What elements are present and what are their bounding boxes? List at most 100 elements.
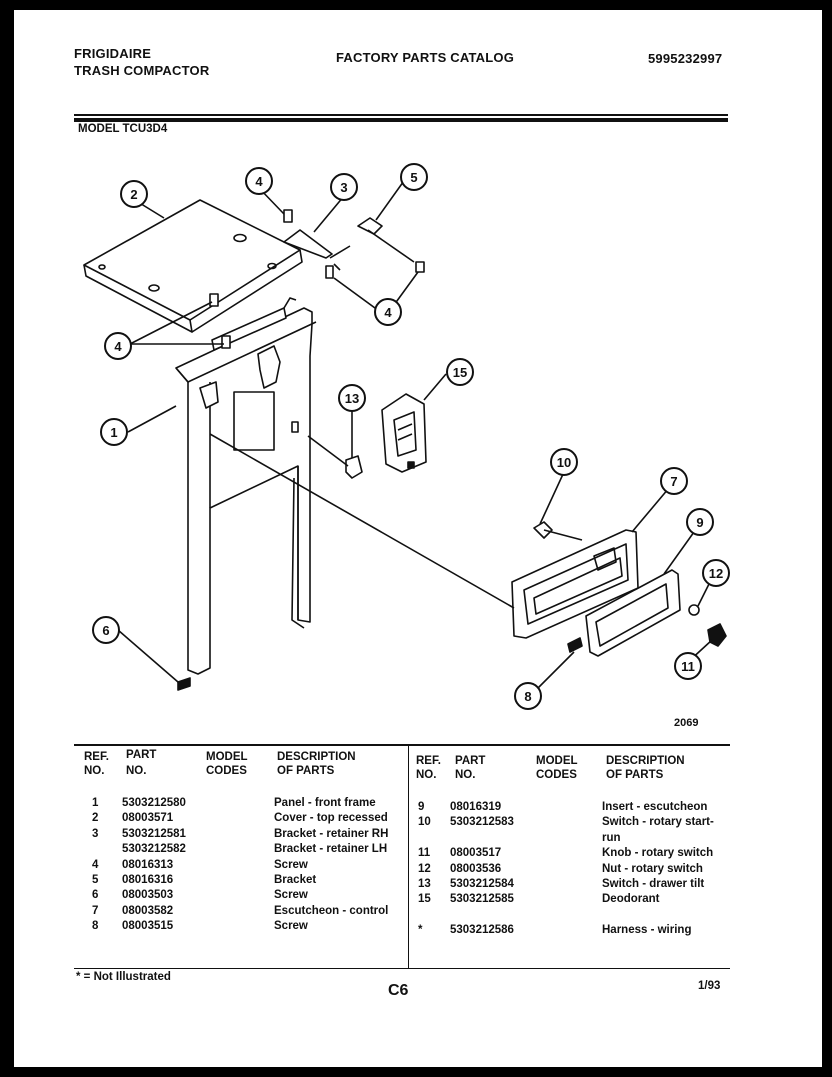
row-desc: Insert - escutcheon — [602, 801, 708, 813]
header-part-right-1: PART — [455, 755, 486, 767]
callout-10 — [550, 448, 578, 476]
row-part: 08003517 — [450, 847, 502, 860]
row-ref: 6 — [92, 889, 99, 902]
model-label: MODEL TCU3D4 — [78, 123, 168, 135]
revision-date: 1/93 — [698, 980, 721, 992]
callout-6-label: 6 — [102, 623, 109, 638]
row-desc: Switch - drawer tilt — [602, 878, 705, 890]
row-ref: 1 — [92, 797, 99, 809]
row-desc: Switch - rotary start- — [602, 816, 714, 829]
row-ref: 7 — [92, 904, 99, 917]
callout-15 — [446, 358, 474, 386]
callout-13-label: 13 — [345, 391, 359, 406]
header-rule-top — [74, 114, 728, 116]
callout-12 — [702, 559, 730, 587]
header-model-right-1: MODEL — [536, 755, 578, 767]
row-desc: Deodorant — [602, 893, 660, 906]
callout-4b — [374, 298, 402, 326]
row-desc: Screw — [274, 920, 308, 933]
row-desc: Bracket - retainer RH — [274, 827, 389, 840]
row-ref: 3 — [92, 827, 99, 840]
callout-11 — [674, 652, 702, 680]
row-desc: run — [602, 831, 621, 844]
header-ref-2: NO. — [84, 765, 105, 777]
callout-12-label: 12 — [709, 566, 723, 581]
header-model-2: CODES — [206, 765, 247, 777]
row-part: 08003503 — [122, 889, 174, 902]
header-ref-right-1: REF. — [416, 755, 441, 767]
header-rule-bottom — [74, 118, 728, 122]
table-top-rule — [74, 744, 730, 746]
callout-4b-label: 4 — [384, 305, 392, 320]
row-part: 5303212586 — [450, 924, 514, 937]
callout-3-label: 3 — [340, 180, 347, 195]
header-part-2: NO. — [126, 765, 147, 777]
callout-11-label: 11 — [681, 659, 695, 674]
callout-15-label: 15 — [453, 365, 467, 380]
row-ref: 11 — [418, 847, 431, 860]
row-ref: 8 — [92, 920, 99, 933]
row-ref: 13 — [418, 878, 431, 890]
row-part: 08003582 — [122, 904, 174, 917]
callout-6 — [92, 616, 120, 644]
row-part: 5303212582 — [122, 843, 186, 856]
row-part: 5303212584 — [450, 878, 514, 890]
callout-1 — [100, 418, 128, 446]
row-desc: Screw — [274, 858, 308, 871]
row-ref: * — [418, 924, 423, 937]
catalog-title: FACTORY PARTS CATALOG — [336, 50, 515, 65]
brand-name: FRIGIDAIRE — [74, 46, 152, 61]
callout-13 — [338, 384, 366, 412]
header-desc-right-1: DESCRIPTION — [606, 755, 685, 767]
callout-4c — [104, 332, 132, 360]
row-ref: 9 — [418, 801, 425, 813]
row-ref: 5 — [92, 874, 99, 886]
product-name: TRASH COMPACTOR — [74, 63, 210, 78]
callout-8 — [514, 682, 542, 710]
page-number: C6 — [388, 982, 409, 999]
row-desc: Harness - wiring — [602, 924, 692, 937]
top-cover-drawing — [83, 199, 303, 333]
row-part: 08016316 — [122, 874, 174, 886]
row-part: 5303212585 — [450, 893, 514, 906]
row-desc: Nut - rotary switch — [602, 862, 703, 875]
callout-10-label: 10 — [557, 455, 571, 470]
callout-8-label: 8 — [524, 689, 531, 704]
row-ref: 2 — [92, 812, 99, 825]
row-desc: Bracket — [274, 874, 317, 886]
row-part: 08003536 — [450, 862, 502, 875]
callout-9 — [686, 508, 714, 536]
row-part: 08003515 — [122, 920, 174, 933]
row-part: 08016313 — [122, 858, 174, 871]
catalog-page: FRIGIDAIRE TRASH COMPACTOR FACTORY PARTS… — [14, 10, 822, 1067]
callout-9-label: 9 — [696, 515, 703, 530]
header-desc-1: DESCRIPTION — [277, 751, 356, 763]
row-desc: Knob - rotary switch — [602, 847, 714, 860]
callout-3 — [330, 173, 358, 201]
callout-1-label: 1 — [110, 425, 117, 440]
row-desc: Cover - top recessed — [274, 812, 388, 825]
header-ref-right-2: NO. — [416, 769, 437, 781]
row-ref: 4 — [92, 858, 99, 871]
table-divider — [408, 746, 409, 968]
header-part-right-2: NO. — [455, 769, 476, 781]
callout-7 — [660, 467, 688, 495]
callout-5 — [400, 163, 428, 191]
callout-4a-label: 4 — [255, 174, 263, 189]
row-part: 5303212583 — [450, 816, 514, 829]
row-part: 08016319 — [450, 801, 502, 813]
header-desc-right-2: OF PARTS — [606, 769, 664, 781]
row-desc: Bracket - retainer LH — [274, 843, 388, 856]
header-model-right-2: CODES — [536, 769, 577, 781]
footer-rule — [74, 968, 730, 969]
row-ref: 10 — [418, 816, 431, 829]
header-part-1: PART — [126, 749, 157, 761]
callout-4c-label: 4 — [114, 339, 122, 354]
callout-2-label: 2 — [130, 187, 137, 202]
row-ref: 12 — [418, 862, 431, 875]
callout-2 — [120, 180, 148, 208]
exploded-parts-diagram: 2 4 3 5 4 4 1 13 15 10 7 9 12 11 8 6 206… — [83, 163, 730, 729]
header-desc-2: OF PARTS — [277, 765, 335, 777]
row-part: 5303212580 — [122, 797, 186, 809]
row-desc: Escutcheon - control — [274, 904, 389, 917]
